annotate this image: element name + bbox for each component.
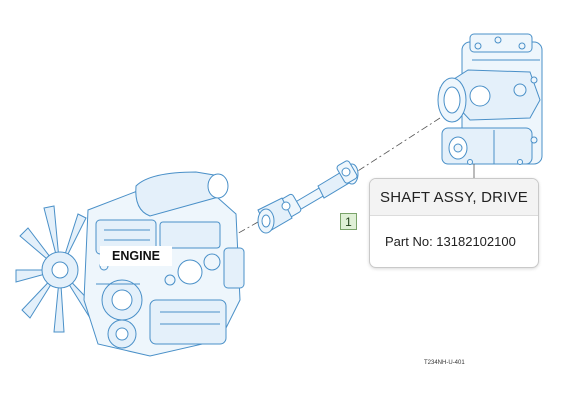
drawing-code: T234NH-U-401 [424, 360, 465, 366]
item-number-badge[interactable]: 1 [340, 213, 357, 230]
gearbox-illustration [437, 33, 543, 165]
part-number: Part No: 13182102100 [385, 234, 516, 249]
engine-label: ENGINE [100, 246, 172, 266]
part-title: SHAFT ASSY, DRIVE [370, 179, 538, 216]
part-callout[interactable]: SHAFT ASSY, DRIVE Part No: 13182102100 [369, 178, 539, 268]
drive-shaft-illustration [257, 160, 359, 234]
engine-illustration [15, 171, 245, 357]
